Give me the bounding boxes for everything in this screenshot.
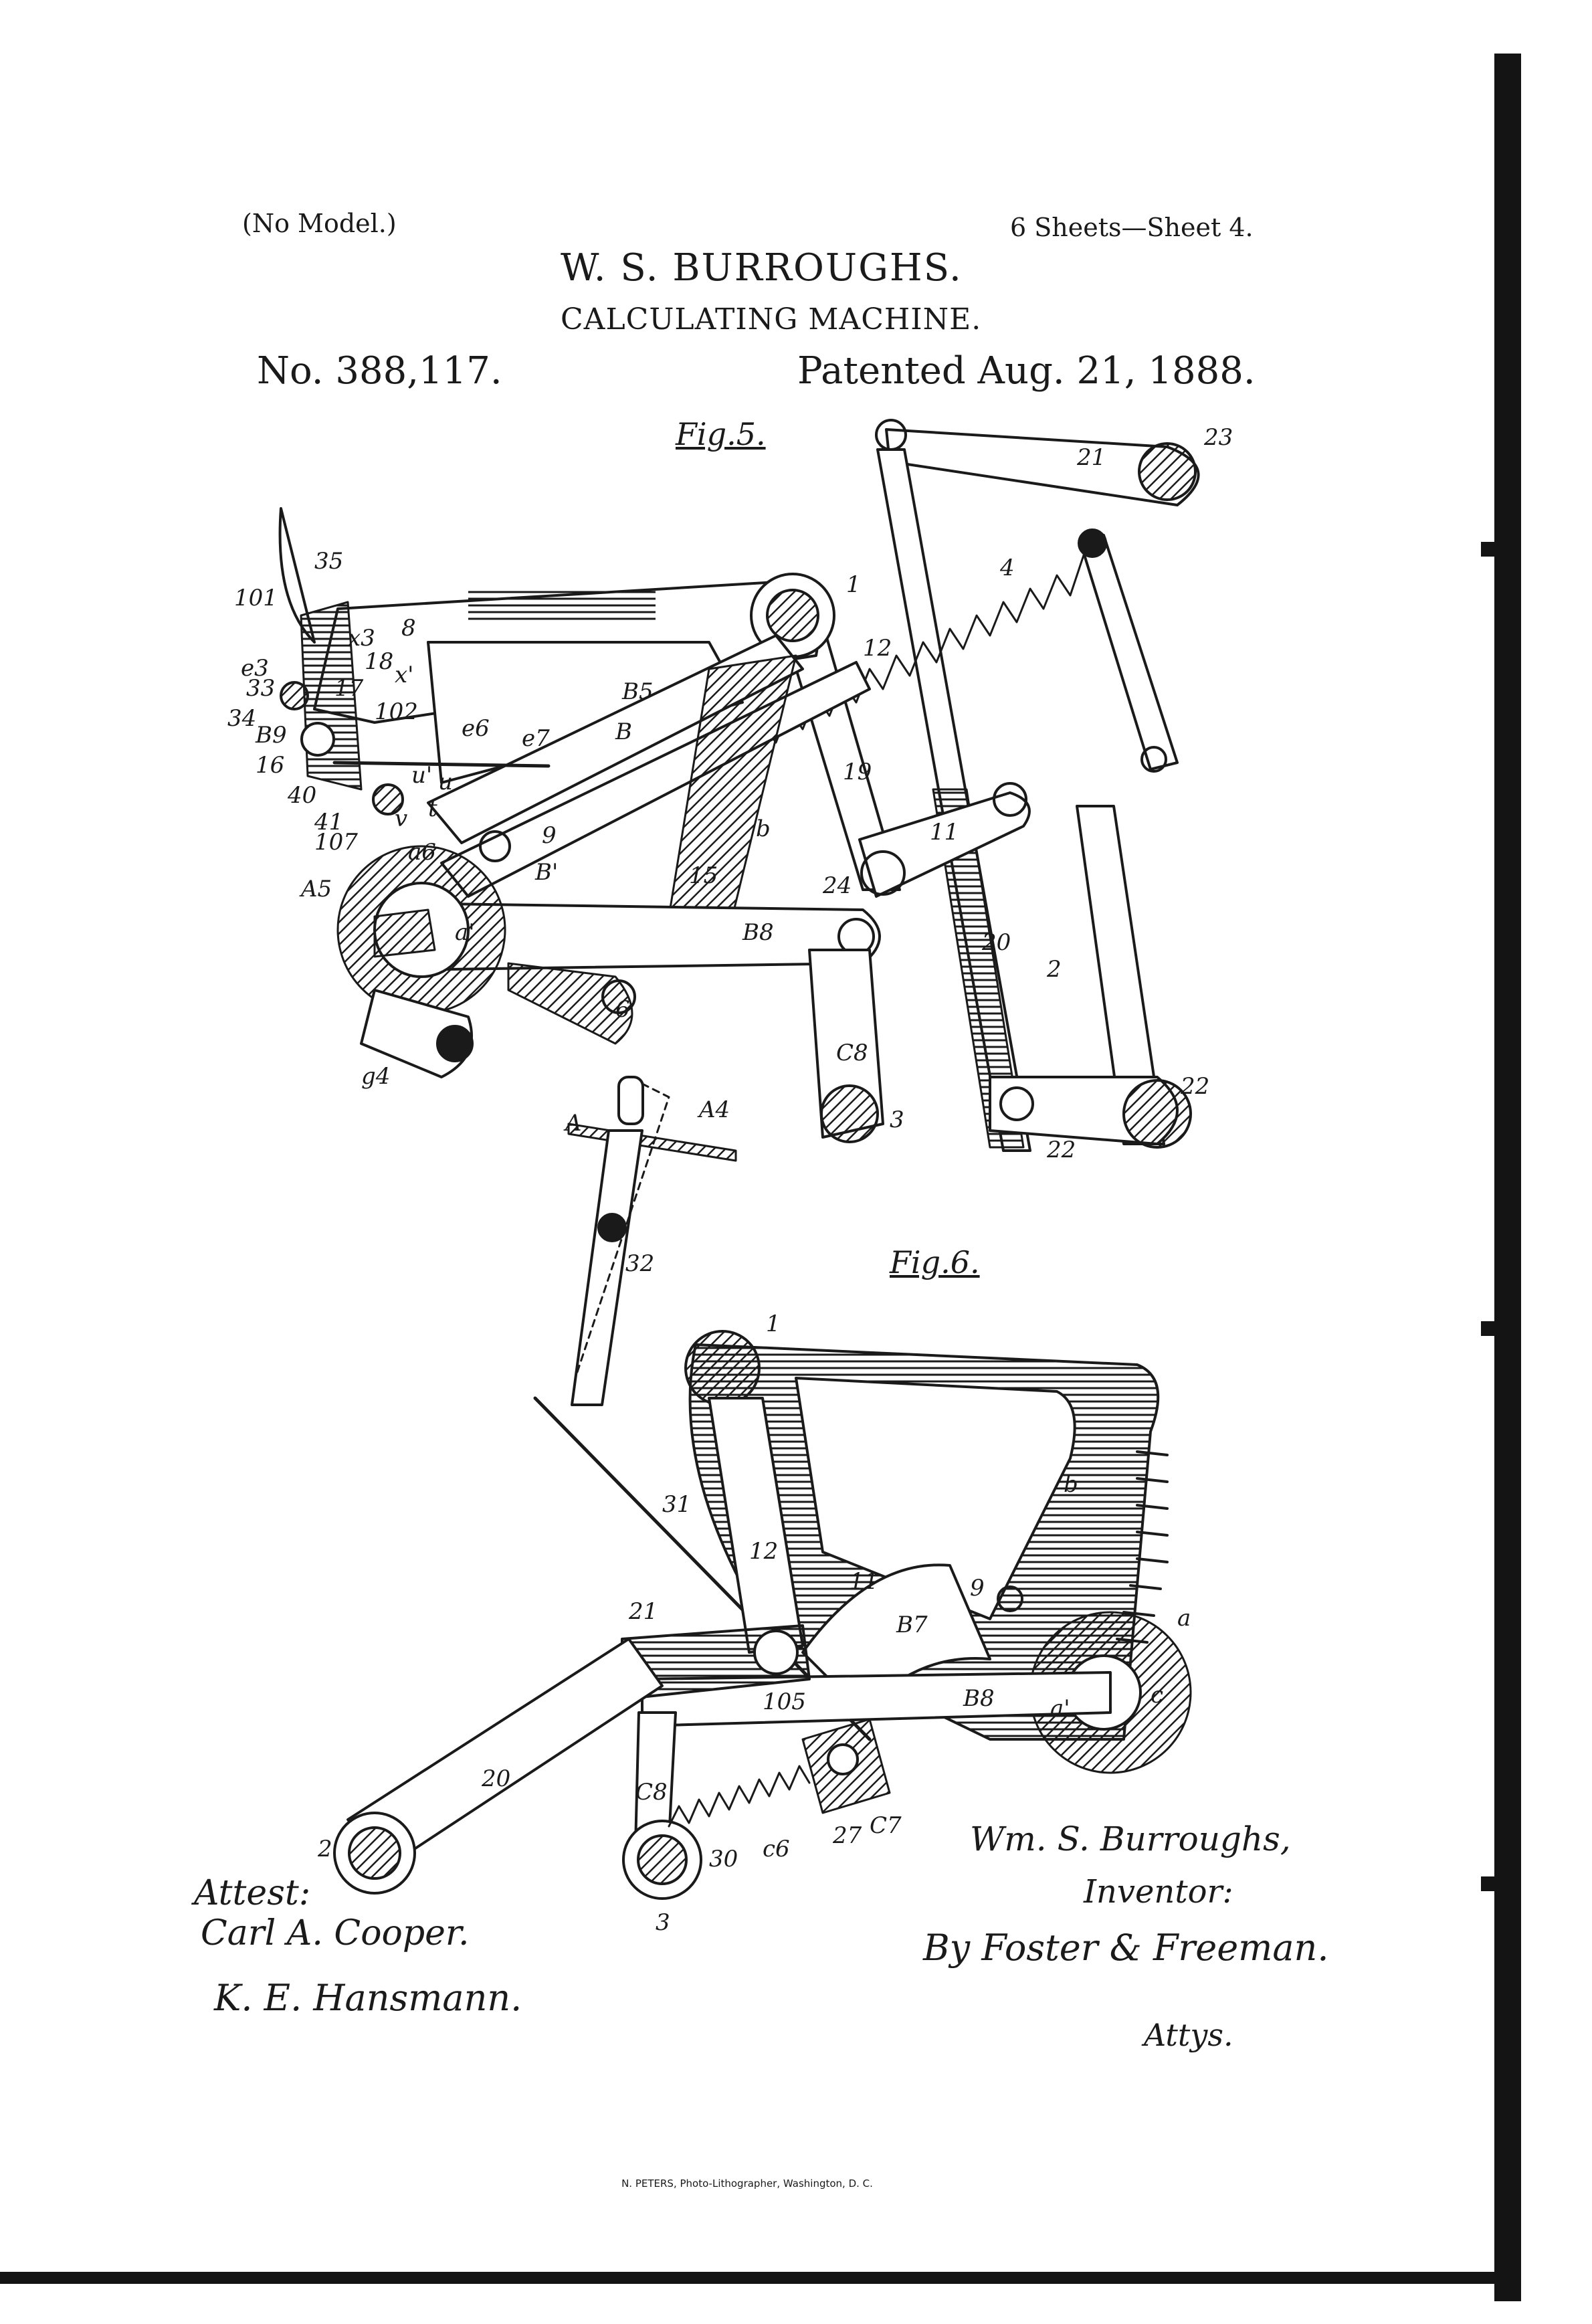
figure-5-label: Fig.5.	[676, 416, 766, 452]
part-label: A4	[697, 1096, 730, 1123]
part-label: B	[615, 718, 632, 745]
part-label: B8	[742, 919, 774, 946]
part-label: 9	[970, 1575, 985, 1602]
part-label: 22	[1180, 1073, 1209, 1100]
attorney-label: Attys.	[1144, 2017, 1233, 2053]
part-label: 105	[763, 1688, 806, 1715]
part-label: 34	[227, 705, 256, 732]
part-label: 16	[256, 752, 284, 779]
part-label: 18	[365, 648, 393, 675]
invention-title: CALCULATING MACHINE.	[561, 302, 982, 336]
part-label: 2	[317, 1836, 332, 1862]
part-label: C8	[635, 1779, 668, 1806]
part-label: B9	[255, 722, 287, 749]
part-label: 21	[628, 1598, 658, 1625]
part-label: b	[756, 815, 771, 842]
border-notch	[1481, 1876, 1496, 1891]
part-label: B7	[896, 1612, 928, 1638]
part-label: x3	[348, 625, 375, 652]
part-label: 30	[709, 1846, 738, 1872]
part-label: 1	[846, 571, 861, 598]
part-label: 24	[822, 872, 852, 899]
part-label: 23	[1203, 424, 1233, 451]
sheet-number: 6 Sheets—Sheet 4.	[1010, 213, 1254, 242]
figure-5-drawing	[278, 419, 1200, 1152]
inventor-label: Inventor:	[1084, 1873, 1233, 1911]
part-label: 22	[1046, 1137, 1076, 1163]
part-label: v	[395, 805, 407, 832]
inventor-signature: Wm. S. Burroughs,	[970, 1820, 1291, 1858]
part-label: 101	[234, 585, 278, 611]
part-label: B8	[963, 1685, 995, 1712]
part-label: a6	[408, 839, 436, 866]
part-label: C8	[836, 1040, 868, 1066]
part-label: A	[563, 1110, 582, 1137]
part-label: 9	[542, 822, 557, 849]
part-label: a'	[455, 919, 475, 946]
part-label: b	[1064, 1471, 1078, 1498]
part-label: g4	[361, 1063, 390, 1090]
attorney-signature: By Foster & Freeman.	[923, 1927, 1329, 1969]
part-label: B5	[621, 678, 654, 705]
patent-date: Patented Aug. 21, 1888.	[797, 349, 1256, 393]
patent-number: No. 388,117.	[257, 349, 502, 393]
part-label: 40	[287, 782, 316, 809]
part-label: 1	[766, 1311, 781, 1337]
part-label: 31	[662, 1491, 691, 1518]
part-label: t	[428, 795, 437, 822]
part-label: 107	[314, 829, 358, 856]
part-label: 20	[481, 1765, 510, 1792]
part-label: 17	[334, 675, 364, 702]
part-label: a	[1177, 1605, 1191, 1632]
part-label: e7	[522, 725, 550, 752]
figure-6-drawing	[333, 1076, 1192, 1900]
part-label: 32	[625, 1250, 654, 1277]
part-label: x'	[395, 662, 414, 688]
part-label: 12	[749, 1538, 778, 1565]
page-border-right	[1494, 54, 1521, 2301]
part-label: 15	[689, 862, 718, 889]
part-label: c	[1151, 1682, 1163, 1709]
part-label: u'	[411, 762, 432, 789]
part-label: 41	[314, 809, 343, 836]
part-label: e6	[462, 715, 490, 742]
part-label: u	[438, 769, 453, 795]
part-label: 35	[314, 548, 343, 575]
part-label: 3	[656, 1909, 670, 1936]
attest-label: Attest:	[194, 1873, 311, 1913]
lithographer-credit: N. PETERS, Photo-Lithographer, Washingto…	[621, 2177, 873, 2190]
part-label: 3	[890, 1106, 904, 1133]
part-label: 11	[930, 819, 959, 846]
part-label: 11	[850, 1568, 878, 1595]
part-label: a'	[1050, 1695, 1070, 1722]
figure-6-label: Fig.6.	[890, 1244, 980, 1280]
part-label: 8	[401, 615, 416, 642]
part-label: 12	[863, 635, 892, 662]
inventor-name: W. S. BURROUGHS.	[561, 246, 963, 290]
part-label: 6	[615, 996, 630, 1023]
part-label: C7	[870, 1812, 902, 1839]
part-label: A5	[299, 876, 332, 902]
part-label: 19	[843, 759, 872, 785]
witness-signature: K. E. Hansmann.	[214, 1977, 522, 2019]
part-label: e3	[241, 655, 269, 682]
border-notch	[1481, 1321, 1496, 1336]
border-notch	[1481, 542, 1496, 557]
part-label: 2	[1046, 956, 1062, 983]
part-label: B'	[534, 859, 558, 886]
part-label: 27	[832, 1822, 862, 1849]
part-label: 21	[1076, 444, 1106, 471]
part-label: 4	[999, 555, 1015, 581]
model-note: (No Model.)	[242, 209, 397, 238]
page-border-bottom	[0, 2272, 1521, 2284]
part-label: 33	[246, 675, 275, 702]
part-label: 20	[981, 929, 1011, 956]
witness-signature: Carl A. Cooper.	[201, 1913, 470, 1953]
part-label: 102	[375, 698, 418, 725]
part-label: c6	[763, 1836, 790, 1862]
